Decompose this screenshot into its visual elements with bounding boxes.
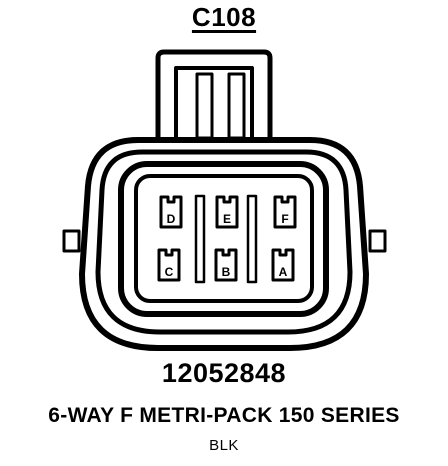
right-ear [368, 229, 387, 253]
terminal-f: F [273, 195, 297, 229]
separator-bar-left [194, 194, 206, 284]
terminal-label-d: D [167, 212, 176, 226]
terminal-label-c: C [165, 265, 174, 279]
connector-id-title: C108 [191, 2, 257, 32]
terminal-label-a: A [279, 265, 288, 279]
part-number: 12052848 [161, 358, 287, 388]
terminal-block-inner [134, 174, 314, 303]
terminal-a: A [271, 248, 295, 282]
terminal-e: E [215, 195, 239, 229]
outer-housing [79, 137, 369, 351]
locking-tab [155, 49, 273, 141]
left-ear [62, 229, 81, 253]
terminal-d: D [159, 195, 183, 229]
terminal-label-e: E [223, 212, 231, 226]
terminal-b: B [214, 248, 238, 282]
terminal-label-b: B [222, 265, 231, 279]
terminal-label-f: F [281, 212, 288, 226]
terminal-block [118, 161, 329, 317]
connector-color: BLK [209, 437, 239, 454]
inner-housing [95, 149, 353, 335]
separator-bar-right [246, 194, 258, 284]
terminal-c: C [157, 248, 181, 282]
connector-description: 6-WAY F METRI-PACK 150 SERIES [48, 404, 400, 427]
